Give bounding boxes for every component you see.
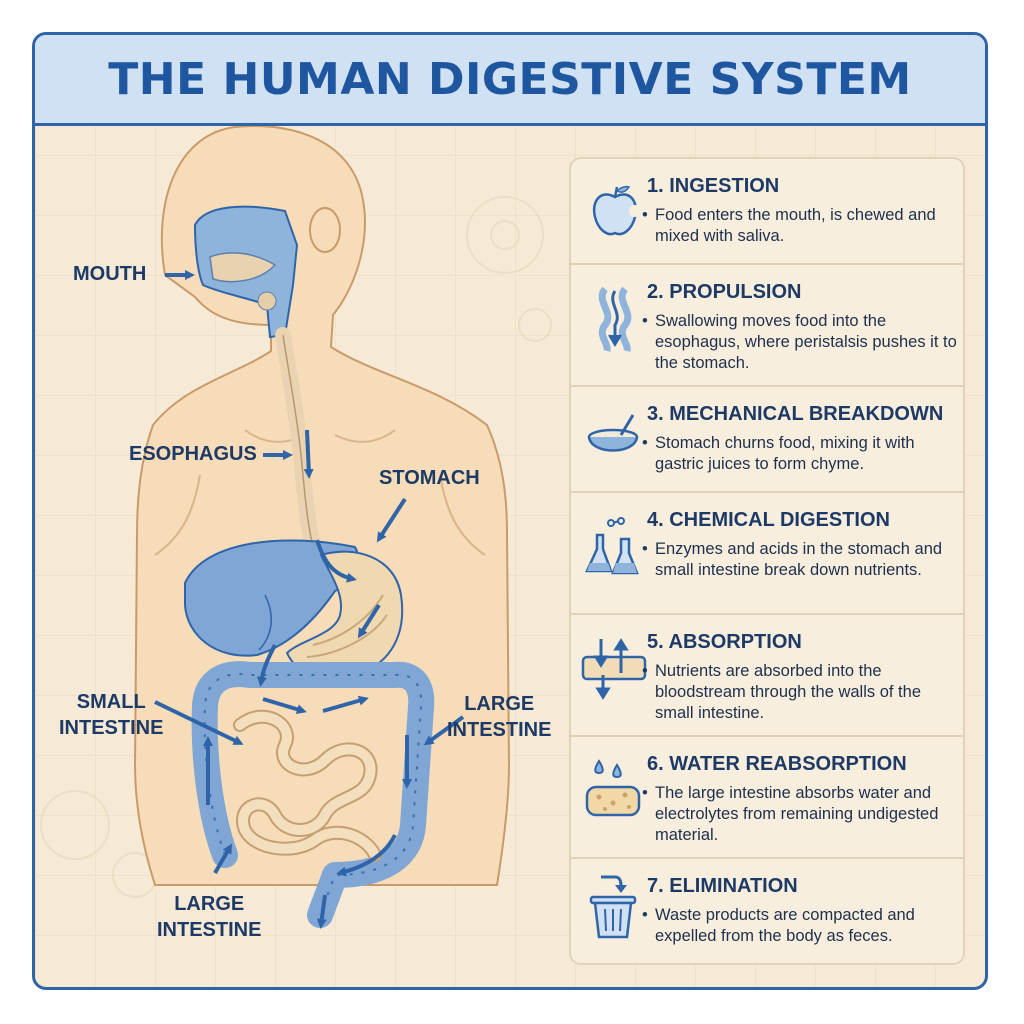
step-title-mechanical-breakdown: 3. MECHANICAL BREAKDOWN	[647, 403, 944, 425]
label-large-intestine-bottom-line2: INTESTINE	[157, 919, 262, 941]
steps-panel: 1. INGESTION Food enters the mouth, is c…	[569, 157, 965, 965]
step-mechanical-breakdown: 3. MECHANICAL BREAKDOWN Stomach churns f…	[571, 387, 963, 493]
step-desc-water-reabsorption: The large intestine absorbs water and el…	[642, 783, 957, 846]
label-large-intestine-right-line1: LARGE	[464, 693, 535, 715]
step-title-ingestion: 1. INGESTION	[647, 175, 780, 197]
label-large-intestine-right: LARGE INTESTINE	[447, 691, 551, 743]
step-title-absorption: 5. ABSORPTION	[647, 631, 802, 653]
step-propulsion: 2. PROPULSION Swallowing moves food into…	[571, 265, 963, 387]
trash-bin-icon	[589, 875, 637, 939]
page-title: THE HUMAN DIGESTIVE SYSTEM	[108, 53, 912, 105]
step-ingestion: 1. INGESTION Food enters the mouth, is c…	[571, 159, 963, 265]
step-desc-absorption: Nutrients are absorbed into the bloodstr…	[642, 661, 957, 724]
step-absorption: 5. ABSORPTION Nutrients are absorbed int…	[571, 615, 963, 737]
label-mouth: MOUTH	[73, 263, 147, 285]
step-desc-mechanical-breakdown: Stomach churns food, mixing it with gast…	[642, 433, 957, 475]
bowl-icon	[587, 414, 639, 452]
wave-arrows-icon	[598, 286, 632, 352]
step-title-water-reabsorption: 6. WATER REABSORPTION	[647, 753, 907, 775]
label-large-intestine-bottom: LARGE INTESTINE	[157, 891, 261, 943]
step-elimination: 7. ELIMINATION Waste products are compac…	[571, 859, 963, 963]
label-pointer-arrows	[154, 270, 465, 874]
step-desc-elimination: Waste products are compacted and expelle…	[642, 905, 957, 947]
label-large-intestine-bottom-line1: LARGE	[174, 893, 245, 915]
step-chemical-digestion: 4. CHEMICAL DIGESTION Enzymes and acids …	[571, 493, 963, 615]
label-small-intestine: SMALL INTESTINE	[59, 689, 163, 741]
step-title-chemical-digestion: 4. CHEMICAL DIGESTION	[647, 509, 890, 531]
flasks-icon	[585, 517, 639, 575]
apple-icon	[592, 185, 641, 236]
liver	[184, 539, 360, 657]
label-esophagus: ESOPHAGUS	[129, 443, 257, 465]
label-small-intestine-line2: INTESTINE	[59, 717, 164, 739]
title-bar: THE HUMAN DIGESTIVE SYSTEM	[35, 35, 985, 126]
label-large-intestine-right-line2: INTESTINE	[447, 719, 552, 741]
step-desc-propulsion: Swallowing moves food into the esophagus…	[642, 311, 957, 374]
step-water-reabsorption: 6. WATER REABSORPTION The large intestin…	[571, 737, 963, 859]
infographic-frame: THE HUMAN DIGESTIVE SYSTEM MOUTH ESOPHAG…	[32, 32, 988, 990]
background-cells	[40, 196, 552, 898]
sponge-drops-icon	[585, 759, 641, 817]
step-desc-ingestion: Food enters the mouth, is chewed and mix…	[642, 205, 957, 247]
label-small-intestine-line1: SMALL	[76, 691, 146, 713]
flow-arrows	[203, 429, 412, 929]
head-cross-section	[193, 205, 299, 339]
step-title-propulsion: 2. PROPULSION	[647, 281, 802, 303]
body-contour-lines	[154, 429, 486, 556]
tube-arrows-icon	[581, 638, 647, 700]
step-desc-chemical-digestion: Enzymes and acids in the stomach and sma…	[642, 539, 957, 581]
step-title-elimination: 7. ELIMINATION	[647, 875, 798, 897]
label-stomach: STOMACH	[379, 467, 480, 489]
